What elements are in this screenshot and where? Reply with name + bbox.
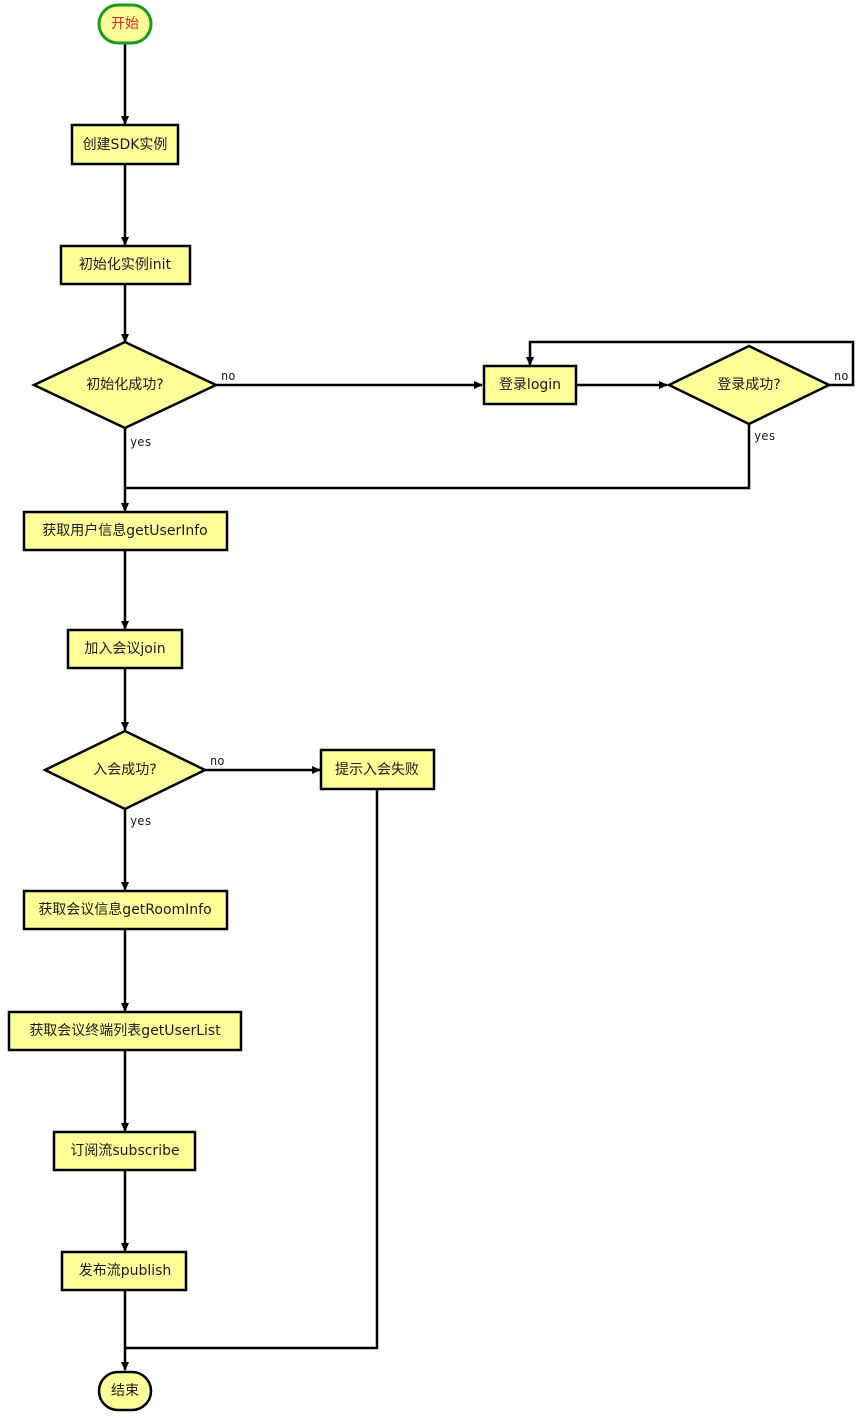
node-end-label: 结束	[111, 1383, 139, 1399]
node-login-ok-decision[interactable]: 登录成功?	[666, 344, 832, 426]
node-get-user-list[interactable]: 获取会议终端列表getUserList	[7, 1010, 243, 1052]
edge-fail-to-end-merge	[125, 790, 379, 1350]
edge-loginok-yes-merge	[125, 424, 751, 490]
node-start[interactable]: 开始	[97, 3, 153, 45]
label-login-no: no	[834, 369, 848, 383]
node-get-room-info-label: 获取会议信息getRoomInfo	[38, 901, 211, 918]
node-get-user-info[interactable]: 获取用户信息getUserInfo	[22, 510, 229, 552]
node-create-sdk-label: 创建SDK实例	[83, 137, 168, 153]
node-start-label: 开始	[111, 16, 139, 32]
edges	[121, 43, 855, 1371]
node-publish[interactable]: 发布流publish	[60, 1250, 188, 1292]
edge-labels: no yes no yes no yes	[130, 369, 848, 828]
node-get-room-info[interactable]: 获取会议信息getRoomInfo	[22, 889, 229, 931]
node-publish-label: 发布流publish	[79, 1263, 172, 1279]
node-init-ok-label: 初始化成功?	[86, 376, 163, 393]
label-init-yes: yes	[130, 435, 152, 449]
node-join-fail[interactable]: 提示入会失败	[319, 748, 436, 791]
node-end[interactable]: 结束	[97, 1370, 153, 1412]
node-join-ok-decision[interactable]: 入会成功?	[42, 729, 208, 811]
node-init[interactable]: 初始化实例init	[59, 244, 192, 286]
node-get-user-list-label: 获取会议终端列表getUserList	[29, 1023, 221, 1039]
node-get-user-info-label: 获取用户信息getUserInfo	[42, 522, 207, 539]
node-login-label: 登录login	[499, 377, 561, 393]
node-login-ok-label: 登录成功?	[717, 377, 780, 393]
node-join[interactable]: 加入会议join	[66, 628, 184, 670]
label-init-no: no	[221, 369, 235, 383]
node-login[interactable]: 登录login	[482, 364, 578, 406]
label-join-no: no	[210, 754, 224, 768]
node-init-ok-decision[interactable]: 初始化成功?	[31, 340, 219, 430]
node-join-label: 加入会议join	[84, 641, 165, 657]
node-subscribe[interactable]: 订阅流subscribe	[52, 1130, 197, 1172]
edge-loginok-no-loop	[526, 340, 855, 387]
node-subscribe-label: 订阅流subscribe	[70, 1143, 179, 1159]
label-join-yes: yes	[130, 814, 152, 828]
label-login-yes: yes	[754, 429, 776, 443]
node-init-label: 初始化实例init	[79, 256, 172, 273]
node-join-ok-label: 入会成功?	[93, 762, 156, 778]
node-join-fail-label: 提示入会失败	[335, 762, 419, 778]
node-create-sdk[interactable]: 创建SDK实例	[70, 123, 180, 166]
